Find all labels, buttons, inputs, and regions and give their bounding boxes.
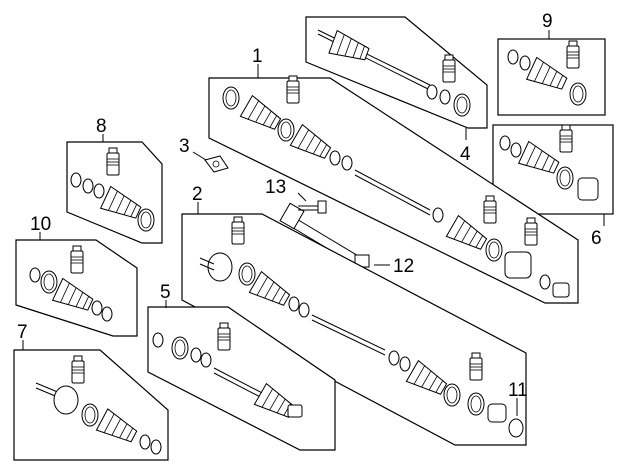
- leader-lines: [22, 30, 605, 416]
- callout-4: 4: [460, 144, 471, 165]
- callout-5: 5: [160, 282, 171, 303]
- callout-1: 1: [252, 46, 263, 67]
- panel-9-boot-kit: [497, 38, 606, 116]
- panel-5-axle-assembly: [147, 306, 336, 451]
- panel-10-boot-kit: [15, 239, 138, 337]
- callout-12: 12: [393, 256, 414, 277]
- callout-6: 6: [591, 228, 602, 249]
- panel-8-boot-kit: [66, 141, 163, 244]
- callout-10: 10: [30, 214, 51, 235]
- panel-4-axle-assembly: [305, 16, 488, 129]
- panel-1-axle-assembly: [208, 75, 579, 304]
- callout-11: 11: [508, 380, 528, 401]
- callout-7: 7: [17, 322, 28, 343]
- part-13-bolt: [298, 200, 327, 214]
- callout-8: 8: [96, 116, 107, 137]
- panel-2-axle-assembly: [181, 213, 527, 446]
- callout-2: 2: [192, 184, 203, 205]
- panel-7-axle-assembly: [13, 349, 169, 461]
- callout-9: 9: [542, 11, 553, 32]
- part-3-nut: [204, 155, 229, 173]
- callout-3: 3: [179, 136, 190, 157]
- callout-13: 13: [265, 177, 286, 198]
